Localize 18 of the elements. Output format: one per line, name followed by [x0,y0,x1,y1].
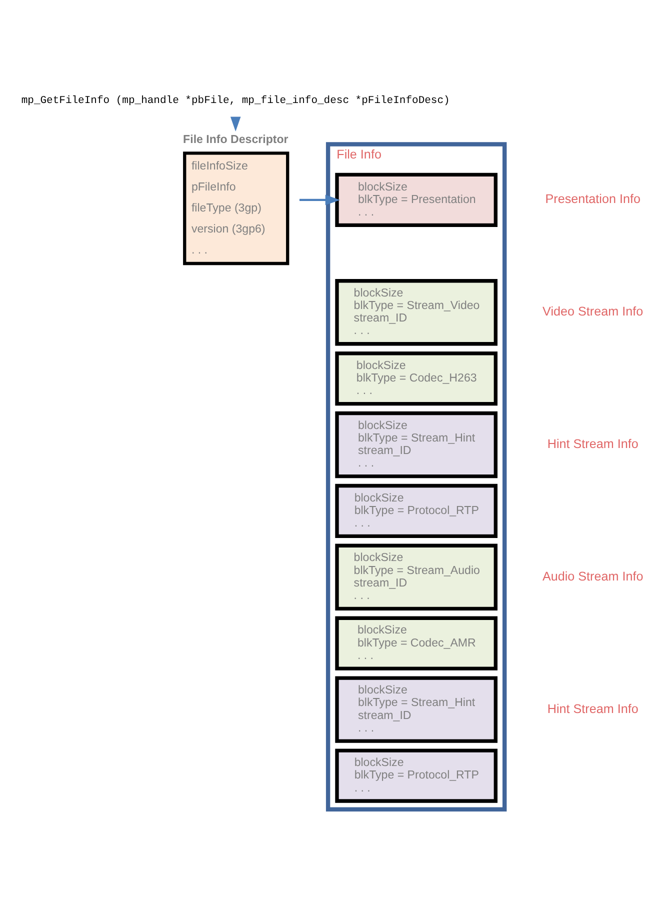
label: Hint Stream Info [547,701,638,716]
node-box: blockSize blkType = Codec_H263 . . . [335,351,498,406]
node-box: blockSize blkType = Stream_Audio stream_ID . . . [335,543,498,610]
node-box: blockSize blkType = Codec_AMR . . . [335,616,498,670]
label: Video Stream Info [542,304,644,318]
node-box: blockSize blkType = Stream_Hint stream_ID . . . [335,676,498,742]
node-box: blockSize blkType = Protocol_RTP . . . [335,483,498,538]
label: Audio Stream Info [542,568,644,583]
node-box: blockSize blkType = Protocol_RTP . . . [335,748,498,802]
label: Hint Stream Info [547,436,638,451]
node-text: mp_GetFileInfo (mp_handle *pbFile, mp_file_info_desc *pFileInfoDesc) [21,94,450,106]
label: Presentation Info [545,192,640,206]
node-box: blockSize blkType = Stream_Hint stream_ID . . . [335,410,498,478]
node-box: blockSize blkType = Presentation . . . [335,172,498,226]
node-label: File Info Descriptor [183,133,288,146]
arrow [299,194,340,205]
node-box: blockSize blkType = Stream_Video stream_ID . . . [335,278,498,346]
arrow [230,116,241,131]
